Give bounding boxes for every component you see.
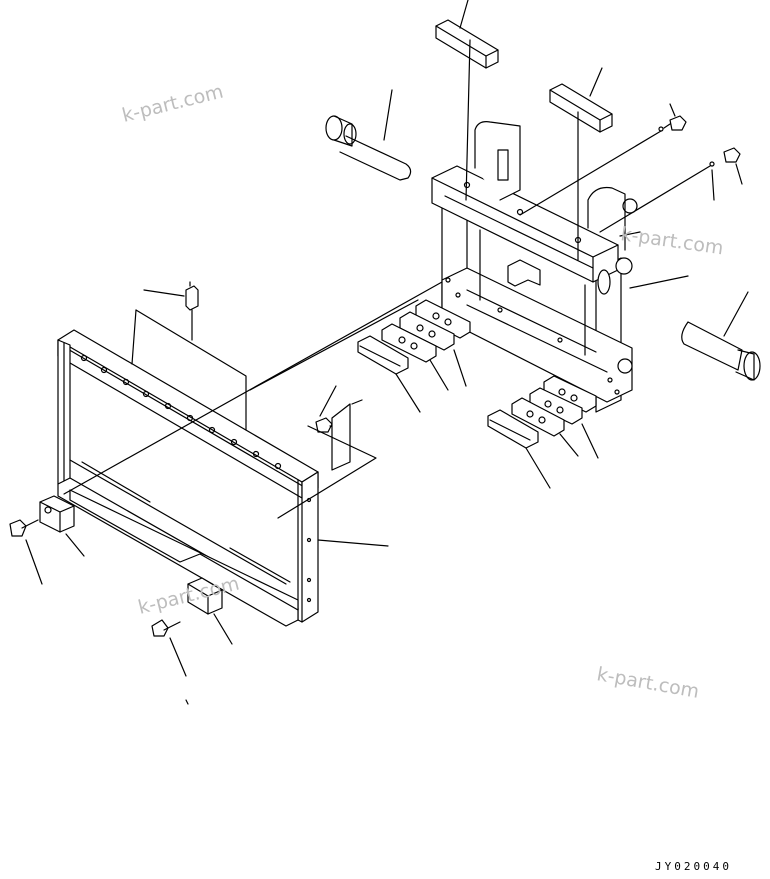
upper-slide-bracket-left — [436, 0, 498, 200]
front-frame — [58, 330, 388, 626]
hydraulic-cylinder-upper — [326, 90, 411, 180]
grease-fitting-right — [600, 148, 742, 232]
mounting-bolt-center — [278, 386, 376, 518]
drawing-code: JY020040 — [655, 860, 732, 873]
carriage-assembly — [432, 122, 637, 412]
watermark-top-left: k-part.com — [120, 80, 226, 126]
wear-pad-set-lower — [488, 376, 598, 488]
grease-fitting-upper — [520, 104, 686, 215]
upper-slide-bracket-right — [550, 68, 612, 260]
watermark-lower-right: k-part.com — [595, 663, 701, 703]
watermark-center-right: k-part.com — [619, 223, 725, 259]
hydraulic-cylinder-lower — [682, 292, 760, 380]
watermark-lower-left: k-part.com — [136, 572, 242, 618]
stopper-block-right — [188, 578, 232, 644]
grease-fitting-frame — [132, 282, 246, 430]
cap-screw-right — [152, 620, 188, 704]
stopper-block-left — [40, 496, 84, 556]
cap-screw-left — [10, 520, 42, 584]
wear-pad-set-upper — [358, 300, 470, 412]
